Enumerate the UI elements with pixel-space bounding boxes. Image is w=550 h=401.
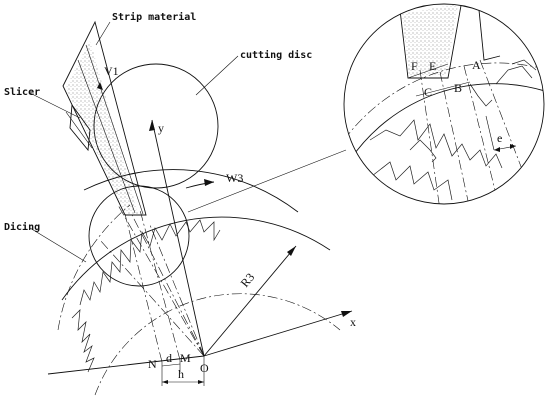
- construction-rays: [99, 204, 205, 363]
- label-point-n: N: [148, 357, 157, 371]
- v1-arrow: [97, 82, 103, 90]
- label-strip-material: Strip material: [112, 11, 196, 23]
- radius-r3-line: [203, 245, 297, 357]
- label-slicer: Slicer: [4, 86, 40, 98]
- label-axis-y: y: [158, 121, 164, 135]
- label-detail-c: C: [424, 85, 432, 99]
- label-dicing: Dicing: [4, 221, 40, 233]
- label-detail-a: A: [472, 58, 481, 72]
- leader-slicer: [29, 92, 81, 119]
- detail-leader: [187, 149, 347, 213]
- label-axis-x: x: [350, 315, 356, 329]
- y-axis-arrow: [149, 120, 155, 131]
- radius-r3-arrow: [287, 246, 296, 256]
- label-detail-e-lower: e: [497, 131, 502, 145]
- label-detail-e-upper: E: [429, 59, 436, 73]
- label-r3: R3: [238, 270, 258, 290]
- label-point-m: M: [180, 351, 191, 365]
- w3-arrowhead: [204, 179, 214, 186]
- detail-content: [344, 4, 544, 204]
- slicer-blade: [65, 103, 93, 152]
- dicing-wheel-outline: [61, 216, 331, 301]
- dicing-teeth-inner: [71, 309, 95, 373]
- x-axis-extension: [47, 355, 205, 375]
- dicing-wheel-centerline: [57, 204, 131, 331]
- leader-cutting-disc: [195, 55, 239, 96]
- label-dim-h: h: [178, 367, 184, 381]
- label-detail-f: F: [411, 59, 418, 73]
- dicing-wheel-inner: [94, 293, 341, 396]
- dicing-teeth: [79, 219, 221, 306]
- leader-strip-material: [95, 21, 111, 46]
- y-axis: [151, 119, 205, 357]
- dimension-lines: [161, 356, 205, 386]
- label-cutting-disc: cutting disc: [240, 49, 312, 61]
- label-dim-d: d: [166, 351, 172, 365]
- label-v1: V1: [104, 64, 119, 78]
- leader-dicing: [29, 227, 87, 263]
- x-axis-arrow: [341, 311, 352, 317]
- label-detail-b: B: [454, 81, 462, 95]
- label-origin: O: [200, 361, 209, 375]
- label-w3: W3: [226, 171, 243, 185]
- detail-region-circle: [88, 185, 190, 287]
- strip-material: [62, 20, 147, 216]
- x-axis: [203, 310, 353, 357]
- detail-circle: [343, 3, 545, 205]
